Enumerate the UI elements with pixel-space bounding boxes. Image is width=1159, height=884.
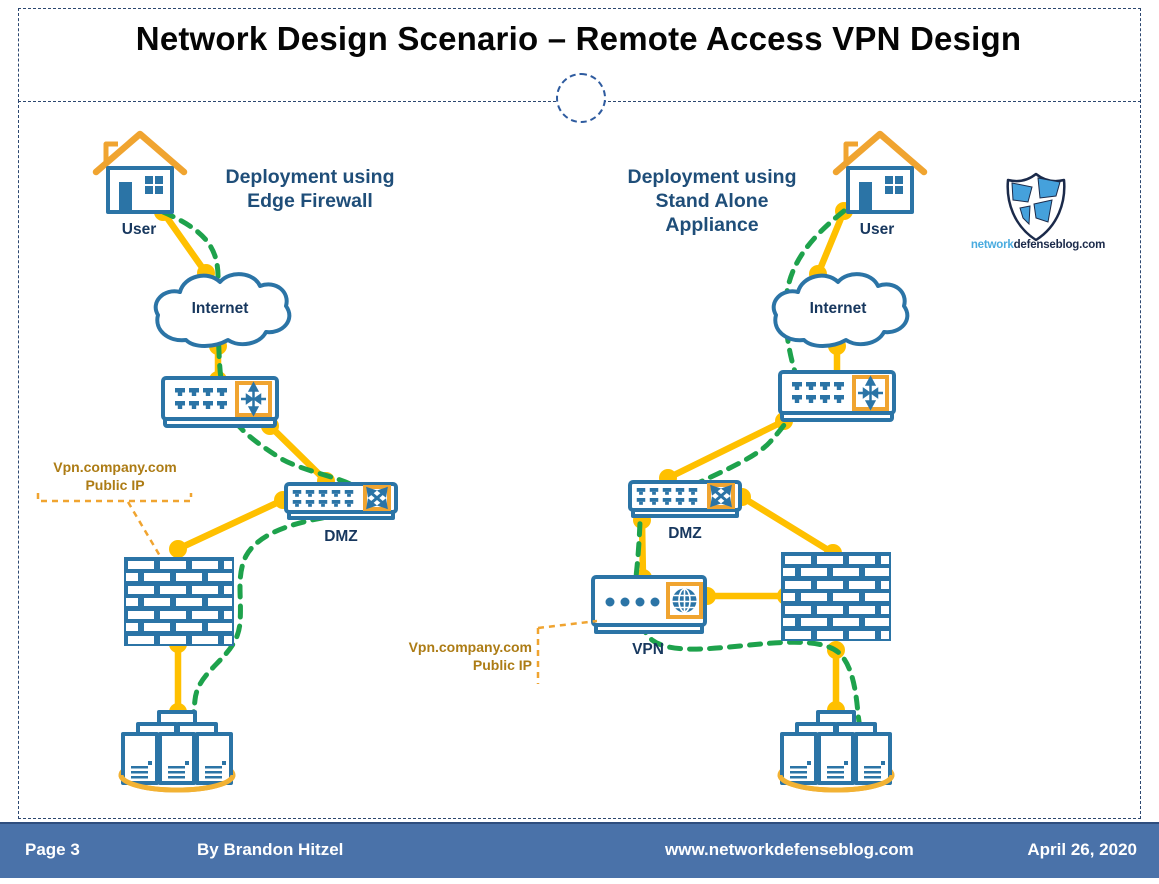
content-dashed-border bbox=[18, 100, 1141, 819]
footer-author: By Brandon Hitzel bbox=[197, 840, 344, 859]
sa-server-cluster-icon bbox=[780, 712, 892, 790]
edge-link-dmz-firewall bbox=[174, 496, 287, 553]
sa-dns-callout-leader bbox=[537, 619, 598, 630]
logo-wordmark: networkdefenseblog.com bbox=[971, 239, 1105, 251]
shield-icon bbox=[1006, 172, 1066, 242]
sa-link-user-internet bbox=[814, 207, 848, 278]
sa-firewall-icon bbox=[781, 552, 891, 641]
sa-user-house-icon bbox=[836, 134, 924, 212]
sa-user-label: User bbox=[860, 221, 894, 238]
edge-dmz-label: DMZ bbox=[324, 528, 358, 545]
sa-internet-label: Internet bbox=[810, 300, 867, 317]
sa-heading-line2: Stand Alone bbox=[655, 190, 768, 212]
sa-heading-line1: Deployment using bbox=[627, 166, 796, 188]
edge-dns-label-line1: Vpn.company.com bbox=[53, 459, 176, 475]
edge-link-router-dmz bbox=[266, 422, 330, 485]
edge-firewall-deployment-panel: User Deployment using Edge Firewall Inte… bbox=[36, 134, 396, 790]
page-title: Network Design Scenario – Remote Access … bbox=[135, 20, 1022, 57]
edge-dns-label-line2: Public IP bbox=[85, 477, 144, 493]
edge-heading-line1: Deployment using bbox=[225, 166, 394, 188]
sa-dns-label-line1: Vpn.company.com bbox=[409, 639, 532, 655]
edge-server-cluster-icon bbox=[121, 712, 233, 790]
edge-dmz-switch-icon bbox=[286, 484, 396, 518]
standalone-appliance-deployment-panel: User Deployment using Stand Alone Applia… bbox=[409, 134, 924, 790]
edge-router-icon bbox=[163, 378, 277, 426]
edge-user-label: User bbox=[122, 221, 156, 238]
footer-bar: Page 3 By Brandon Hitzel www.networkdefe… bbox=[0, 822, 1159, 878]
footer-website: www.networkdefenseblog.com bbox=[665, 840, 914, 859]
sa-link-router-dmz bbox=[664, 417, 788, 482]
sa-dmz-label: DMZ bbox=[668, 525, 702, 542]
sa-link-dmz-firewall bbox=[738, 493, 837, 557]
sa-vpn-tunnel-path bbox=[632, 208, 866, 749]
edge-internet-label: Internet bbox=[192, 300, 249, 317]
footer-page-number: Page 3 bbox=[25, 840, 80, 859]
sa-vpn-label: VPN bbox=[632, 641, 664, 658]
edge-firewall-icon bbox=[124, 557, 234, 646]
sa-router-icon bbox=[780, 372, 894, 420]
sa-link-dmz-vpn bbox=[638, 516, 647, 582]
sa-dns-label-line2: Public IP bbox=[473, 657, 532, 673]
sa-heading-line3: Appliance bbox=[665, 214, 758, 236]
edge-dns-callout-leader bbox=[126, 501, 162, 557]
sa-dmz-switch-icon bbox=[630, 482, 740, 516]
footer-date: April 26, 2020 bbox=[1027, 840, 1137, 859]
networkdefenseblog-logo: networkdefenseblog.com bbox=[971, 172, 1105, 251]
edge-heading-line2: Edge Firewall bbox=[247, 190, 373, 212]
sa-vpn-appliance-icon bbox=[591, 575, 707, 634]
dashed-circle-decoration bbox=[556, 73, 606, 123]
edge-user-house-icon bbox=[96, 134, 184, 212]
edge-dns-callout-bracket bbox=[36, 493, 193, 503]
edge-link-user-internet bbox=[159, 208, 210, 277]
